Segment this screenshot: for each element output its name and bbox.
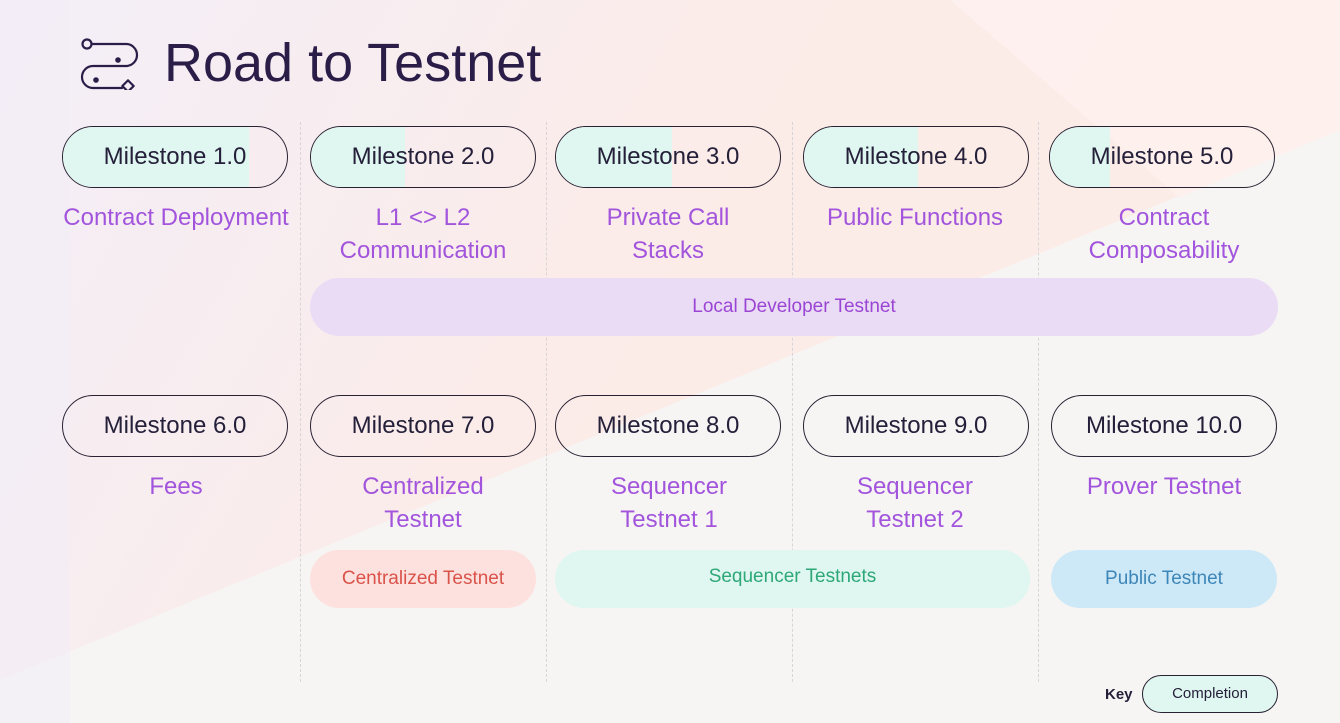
milestone-label: Milestone 9.0	[844, 412, 988, 439]
column-divider	[300, 122, 301, 682]
milestone-pill[interactable]: Milestone 3.0	[555, 126, 781, 188]
milestone-pill[interactable]: Milestone 7.0	[310, 395, 536, 457]
milestone-pill[interactable]: Milestone 2.0	[310, 126, 536, 188]
completion-fill	[311, 127, 406, 187]
milestone-pill[interactable]: Milestone 9.0	[803, 395, 1029, 457]
completion-fill	[1050, 127, 1111, 187]
milestone-label: Milestone 2.0	[351, 143, 495, 170]
key-completion-pill: Completion	[1142, 675, 1278, 713]
milestone-pill[interactable]: Milestone 1.0	[62, 126, 288, 188]
milestone-pill[interactable]: Milestone 6.0	[62, 395, 288, 457]
key-completion-label: Completion	[1172, 685, 1248, 702]
completion-fill	[556, 127, 673, 187]
milestone-label: Milestone 6.0	[103, 412, 247, 439]
milestone-description: Sequencer Testnet 2	[856, 473, 974, 533]
completion-fill	[63, 127, 249, 187]
milestone-label: Milestone 4.0	[844, 143, 988, 170]
milestone-description: L1 <> L2 Communication	[339, 204, 507, 264]
testnet-band-local-developer: Local Developer Testnet	[310, 278, 1278, 336]
milestone-label: Milestone 1.0	[103, 143, 247, 170]
milestone-description: Contract Composability	[1088, 204, 1240, 264]
milestone-pill[interactable]: Milestone 10.0	[1051, 395, 1277, 457]
testnet-band-centralized: Centralized Testnet	[310, 550, 536, 608]
column-divider	[546, 122, 547, 682]
milestone-pill[interactable]: Milestone 8.0	[555, 395, 781, 457]
milestone-label: Milestone 5.0	[1090, 143, 1234, 170]
milestone-description: Fees	[149, 473, 203, 500]
milestone-description: Sequencer Testnet 1	[610, 473, 728, 533]
completion-fill	[804, 127, 919, 187]
milestone-description: Prover Testnet	[1086, 473, 1242, 500]
milestone-description: Contract Deployment	[63, 204, 289, 231]
milestone-pill[interactable]: Milestone 5.0	[1049, 126, 1275, 188]
route-icon	[80, 38, 139, 90]
milestone-description: Centralized Testnet	[362, 473, 484, 533]
testnet-band-public: Public Testnet	[1051, 550, 1277, 608]
milestone-label: Milestone 3.0	[596, 143, 740, 170]
milestone-label: Milestone 7.0	[351, 412, 495, 439]
milestone-label: Milestone 8.0	[596, 412, 740, 439]
milestone-description: Public Functions	[826, 204, 1004, 231]
column-divider	[792, 122, 793, 682]
milestone-description: Private Call Stacks	[606, 204, 730, 264]
column-divider	[1038, 122, 1039, 682]
page-title: Road to Testnet	[164, 33, 542, 93]
testnet-band-sequencer: Sequencer Testnets	[555, 550, 1030, 608]
key-label: Key	[1105, 686, 1133, 703]
milestone-label: Milestone 10.0	[1085, 412, 1243, 439]
milestone-pill[interactable]: Milestone 4.0	[803, 126, 1029, 188]
